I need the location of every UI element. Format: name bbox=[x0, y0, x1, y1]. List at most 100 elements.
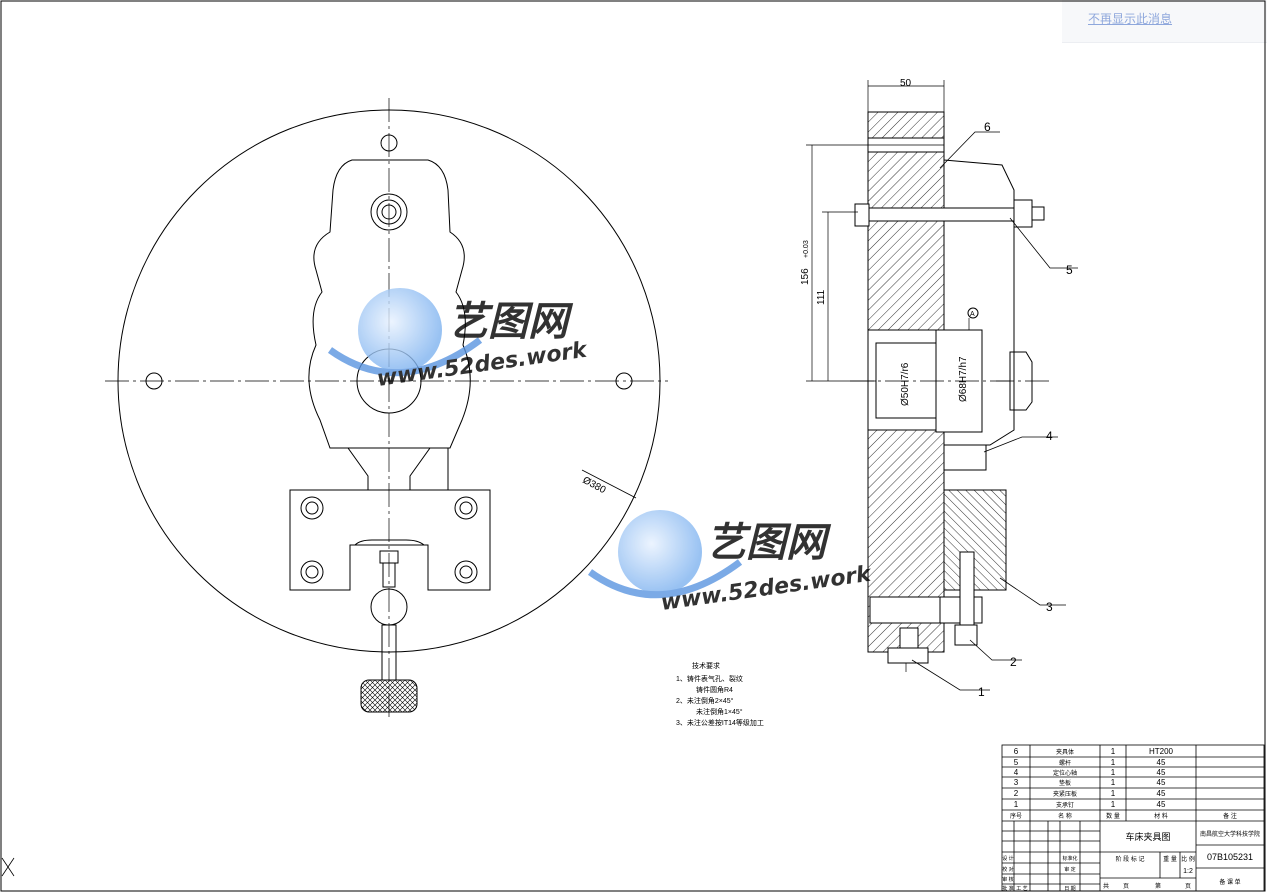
watermark-name: 艺图网 bbox=[706, 520, 832, 566]
part-3-no: 3 bbox=[1014, 778, 1019, 787]
process-label: 工 艺 bbox=[1016, 886, 1027, 892]
part-6-material: HT200 bbox=[1149, 747, 1174, 756]
part-6-no: 6 bbox=[1014, 747, 1019, 756]
mandrel-small bbox=[875, 342, 937, 419]
part-3-material: 45 bbox=[1157, 778, 1166, 787]
bracket-hole-1 bbox=[300, 496, 324, 520]
height-dimension: 156 bbox=[800, 268, 811, 285]
part-5-name: 螺杆 bbox=[1059, 759, 1071, 767]
part-4-qty: 1 bbox=[1111, 768, 1116, 777]
callout-5: 5 bbox=[1066, 263, 1073, 277]
school-name: 南昌航空大学科技学院 bbox=[1200, 830, 1260, 838]
standard-label: 标准化 bbox=[1062, 855, 1077, 862]
dismiss-message-link[interactable]: 不再显示此消息 bbox=[1088, 12, 1173, 26]
side-section-view: 50 Ø50H7/r6 Ø68H7/h7 A bbox=[800, 78, 1078, 699]
bracket-hole-4 bbox=[454, 560, 478, 584]
bolt-hole-right bbox=[615, 372, 633, 390]
part-5-no: 5 bbox=[1014, 758, 1019, 767]
note-1: 1、铸件表气孔、裂纹 bbox=[676, 674, 743, 683]
part-1-name: 支承钉 bbox=[1056, 801, 1074, 809]
callout-3: 3 bbox=[1046, 600, 1053, 614]
clamp-bracket bbox=[289, 447, 491, 591]
header-no: 序号 bbox=[1010, 812, 1022, 820]
part-4-no: 4 bbox=[1014, 768, 1019, 777]
diameter-dimension: Ø380 bbox=[581, 475, 608, 496]
width-dimension: 50 bbox=[900, 78, 912, 89]
bolt-hole-left bbox=[145, 372, 163, 390]
checker-label: 校 对 bbox=[1002, 866, 1013, 873]
part-2-no: 2 bbox=[1014, 789, 1019, 798]
sheet-total-label: 共 bbox=[1103, 882, 1109, 890]
part-6-qty: 1 bbox=[1111, 747, 1116, 756]
sheet-no-unit: 页 bbox=[1185, 883, 1191, 890]
date-label: 日 期 bbox=[1064, 886, 1075, 892]
approver-label: 批 准 bbox=[1002, 885, 1013, 892]
watermark-name: 艺图网 bbox=[448, 299, 574, 345]
note-2: 2、未注倒角2×45° bbox=[676, 696, 734, 705]
technical-notes: 技术要求 1、铸件表气孔、裂纹 铸件圆角R4 2、未注倒角2×45° 未注倒角1… bbox=[676, 661, 764, 727]
front-view: Ø380 bbox=[105, 98, 668, 720]
remark-cell: 备 课 单 bbox=[1219, 878, 1240, 886]
header-remark: 备 注 bbox=[1223, 812, 1237, 820]
datum-label: A bbox=[970, 311, 975, 318]
bracket-hole-2 bbox=[454, 496, 478, 520]
title-block bbox=[1001, 744, 1265, 892]
part-4-name: 定位心轴 bbox=[1053, 769, 1077, 777]
weight-label: 重 量 bbox=[1163, 855, 1177, 863]
notes-title: 技术要求 bbox=[692, 661, 720, 670]
header-material: 材 料 bbox=[1154, 812, 1168, 820]
sheet-no-label: 第 bbox=[1155, 882, 1161, 890]
header-name: 名 称 bbox=[1058, 812, 1072, 820]
part-4-material: 45 bbox=[1157, 768, 1166, 777]
part-6-name: 夹具体 bbox=[1056, 748, 1074, 756]
watermark-2: 艺图网 www.52des.work bbox=[587, 510, 874, 616]
bolt-hole-top bbox=[380, 134, 398, 152]
message-banner: 不再显示此消息 bbox=[1062, 0, 1267, 43]
support-block bbox=[943, 489, 1007, 591]
part-3-qty: 1 bbox=[1111, 778, 1116, 787]
globe-icon bbox=[618, 510, 702, 594]
drawing-number: 07B105231 bbox=[1207, 852, 1253, 862]
note-2b: 未注倒角1×45° bbox=[696, 707, 743, 716]
designer-label: 设 计 bbox=[1002, 855, 1013, 862]
clamp-notch bbox=[354, 539, 425, 546]
header-qty: 数 量 bbox=[1106, 812, 1120, 820]
knurled-knob bbox=[360, 679, 418, 713]
part-2-qty: 1 bbox=[1111, 789, 1116, 798]
callout-6: 6 bbox=[984, 120, 991, 134]
parts-list-text: 6 夹具体 1 HT200 5 螺杆 1 45 4 定位心轴 1 45 3 垫板… bbox=[1002, 747, 1260, 892]
top-boss-mid bbox=[376, 199, 402, 225]
globe-icon bbox=[358, 288, 442, 372]
note-3: 3、未注公差按IT14等级加工 bbox=[676, 718, 764, 727]
approve-final-label: 审 定 bbox=[1064, 866, 1075, 873]
part-2-name: 夹紧压板 bbox=[1053, 790, 1077, 798]
bolt-5 bbox=[868, 207, 1015, 222]
part-3-name: 垫板 bbox=[1059, 779, 1071, 787]
callout-1: 1 bbox=[978, 685, 985, 699]
watermark-1: 艺图网 www.52des.work bbox=[327, 288, 590, 392]
scale-value: 1:2 bbox=[1183, 868, 1193, 875]
stage-label: 阶 段 标 记 bbox=[1115, 855, 1144, 863]
top-boss-inner bbox=[381, 204, 397, 220]
callout-4: 4 bbox=[1046, 429, 1053, 443]
part-1-material: 45 bbox=[1157, 800, 1166, 809]
callout-2: 2 bbox=[1010, 655, 1017, 669]
height-tolerance: +0.03 bbox=[803, 240, 810, 258]
reviewer-label: 审 核 bbox=[1002, 876, 1013, 883]
note-1b: 铸件圆角R4 bbox=[696, 685, 733, 694]
part-5-material: 45 bbox=[1157, 758, 1166, 767]
mid-dimension: 111 bbox=[816, 289, 827, 305]
bracket-hole-3 bbox=[300, 560, 324, 584]
corner-mark bbox=[1, 857, 15, 877]
part-5-qty: 1 bbox=[1111, 758, 1116, 767]
workpiece-outline bbox=[308, 159, 471, 449]
fit-large: Ø68H7/h7 bbox=[958, 356, 969, 402]
ratio-label: 比 例 bbox=[1181, 855, 1195, 863]
part-2-material: 45 bbox=[1157, 789, 1166, 798]
sheet-total-unit: 页 bbox=[1123, 883, 1129, 890]
fit-small: Ø50H7/r6 bbox=[900, 362, 911, 406]
part-1-no: 1 bbox=[1014, 800, 1019, 809]
top-boss-outer bbox=[370, 193, 408, 231]
